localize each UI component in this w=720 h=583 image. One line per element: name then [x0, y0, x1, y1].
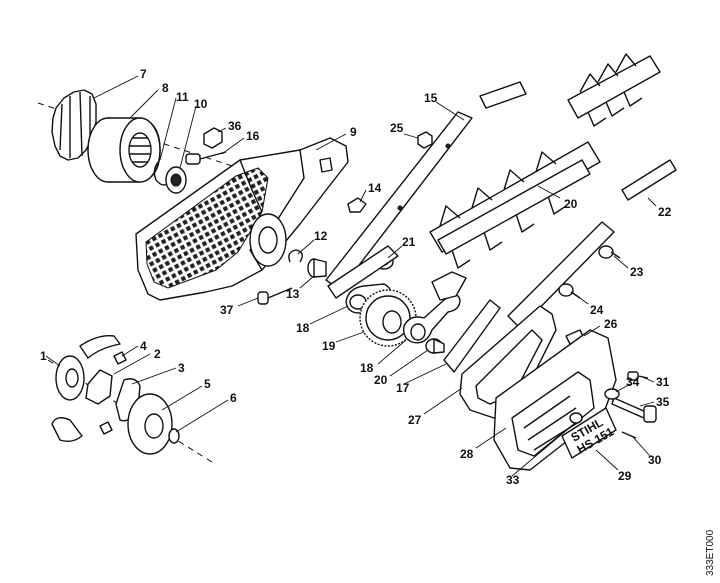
part-label-29: 28 — [460, 447, 474, 461]
nameplate-part: STIHL HS 151 — [561, 407, 617, 459]
part-label-13: 13 — [286, 287, 300, 301]
screw-part-32 — [627, 371, 649, 381]
gear-wheel-part — [359, 289, 417, 347]
clutch-hub-part — [85, 369, 113, 405]
part-label-23: 22 — [658, 205, 672, 219]
part-label-25: 24 — [590, 303, 604, 317]
part-label-27: 26 — [604, 317, 618, 331]
retaining-ring-part-12 — [288, 249, 303, 263]
bearing-part — [165, 166, 187, 194]
part-label-1: 1 — [40, 349, 47, 363]
plate-part-17 — [443, 299, 501, 373]
part-label-26: 25 — [390, 121, 404, 135]
clutch-carrier-part — [55, 355, 85, 401]
part-label-30: 29 — [618, 469, 632, 483]
guide-strip-part-23 — [621, 159, 677, 201]
boss-part-33 — [569, 412, 583, 424]
part-label-31: 30 — [648, 453, 662, 467]
part-label-3: 3 — [178, 361, 185, 375]
part-label-22: 21 — [402, 235, 416, 249]
part-label-34: 34 — [626, 375, 640, 389]
part-label-18-upper: 18 — [296, 321, 310, 335]
connecting-rod-part-18-lower — [402, 294, 461, 344]
part-label-10: 10 — [194, 97, 208, 111]
clutch-drum-part — [87, 117, 161, 183]
leader-lines — [45, 75, 657, 477]
part-label-8: 8 — [162, 81, 169, 95]
guide-bar-hole — [397, 205, 403, 211]
part-label-14: 14 — [368, 181, 382, 195]
hex-nut-part-36 — [203, 127, 223, 149]
clutch-shoe-bottom — [51, 417, 83, 443]
spacer-plate — [327, 245, 399, 299]
washer-part-34 — [604, 388, 620, 400]
spring-bottom — [99, 421, 113, 435]
part-label-19: 19 — [322, 339, 336, 353]
spring-part-4 — [113, 351, 127, 365]
part-labels: 7 8 11 10 36 16 9 12 13 37 14 15 25 21 2… — [40, 67, 672, 487]
part-label-7: 7 — [140, 67, 147, 81]
reference-code: 333ET000 — [705, 529, 716, 576]
screw-part-24 — [598, 245, 621, 259]
guide-strip-top — [479, 81, 527, 109]
screw-part-16 — [185, 151, 227, 165]
thrust-plate-part — [127, 393, 173, 455]
part-label-33: 33 — [506, 473, 520, 487]
guide-bar-hole — [445, 143, 451, 149]
parts-drawing: STIHL HS 151 — [37, 53, 677, 477]
cutter-blades-part — [429, 53, 661, 269]
part-label-17: 17 — [396, 381, 410, 395]
part-label-5: 5 — [204, 377, 211, 391]
part-label-18-lower: 18 — [360, 361, 374, 375]
hex-nut-part-26 — [417, 131, 433, 149]
shaft-pin-part — [307, 258, 327, 278]
guide-bar-part — [325, 111, 473, 291]
part-label-37: 37 — [220, 303, 234, 317]
part-label-16: 16 — [246, 129, 260, 143]
clutch-shoe-top — [79, 335, 121, 359]
part-label-35: 35 — [656, 395, 670, 409]
part-label-6: 6 — [230, 391, 237, 405]
washer-part-6 — [168, 428, 180, 444]
part-label-36: 36 — [228, 119, 242, 133]
part-label-20: 20 — [374, 373, 388, 387]
block-part-14 — [347, 197, 367, 213]
clutch-cover-part — [51, 89, 97, 161]
pin-part-31 — [621, 431, 637, 439]
needle-bearing-part — [425, 338, 445, 354]
part-label-2: 2 — [154, 347, 161, 361]
part-label-9: 9 — [350, 125, 357, 139]
part-label-4: 4 — [140, 339, 147, 353]
part-label-28: 27 — [408, 413, 422, 427]
part-label-12: 12 — [314, 229, 328, 243]
part-label-15: 15 — [424, 91, 438, 105]
part-label-11: 11 — [176, 90, 189, 104]
lever-plate — [431, 271, 467, 301]
gear-housing-part — [135, 137, 349, 301]
part-label-21: 20 — [564, 197, 578, 211]
bolt-part-35 — [611, 397, 657, 423]
part-label-24: 23 — [630, 265, 644, 279]
screw-part-37 — [257, 287, 293, 305]
part-label-32: 31 — [656, 375, 670, 389]
guide-plate-long — [507, 221, 615, 329]
